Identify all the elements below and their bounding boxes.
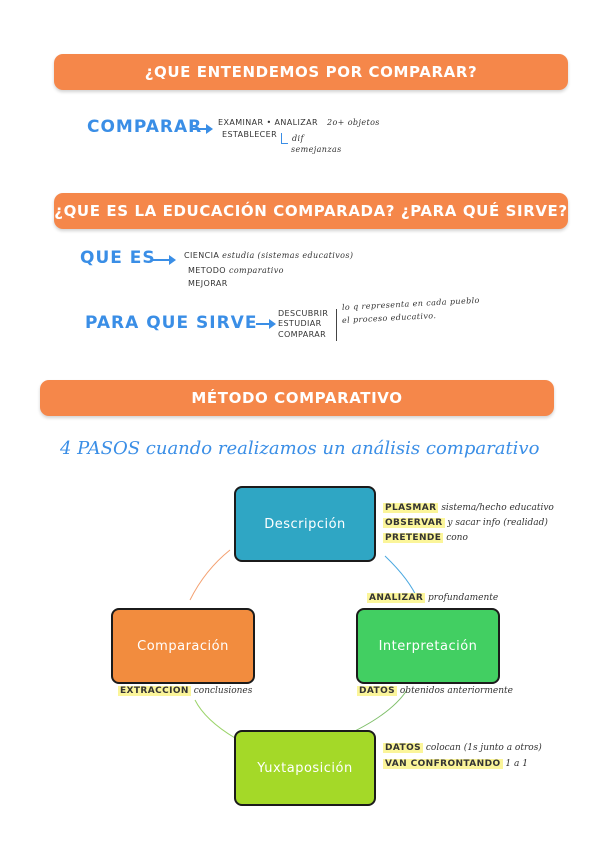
highlight-text: OBSERVAR [383,518,445,528]
note-text: 1 a 1 [505,759,528,769]
dif-text: dif [292,134,304,143]
node-interpretacion: Interpretación [356,608,500,684]
comparar-text: COMPARAR [278,330,327,339]
section-banner-metodo: MÉTODO COMPARATIVO [40,380,554,416]
comparar-label: COMPARAR [87,117,203,137]
branch-icon [281,133,288,144]
pasos-line: 4 PASOS cuando realizamos un análisis co… [60,438,540,459]
yux-note-1: DATOS colocan (1s junto a otros) [383,742,542,754]
comparar-line-1: EXAMINAR • ANALIZAR 2o+ objetos [218,118,380,128]
section-title: ¿QUE ENTENDEMOS POR COMPARAR? [144,63,478,81]
yux-note-2: VAN CONFRONTANDO 1 a 1 [383,758,528,770]
objetos-text: 2o+ objetos [326,118,380,127]
bullet-icon: • [266,118,272,127]
desc-note-2: OBSERVAR y sacar info (realidad) [383,517,548,529]
desc-note-3: PRETENDE cono [383,532,468,544]
highlight-text: VAN CONFRONTANDO [383,759,503,769]
semejanzas-text: semejanzas [291,145,342,154]
highlight-text: DATOS [357,686,398,696]
arrow-icon [151,255,176,265]
ciencia-note: estudia (sistemas educativos) [222,251,354,260]
desc-note-1: PLASMAR sistema/hecho educativo [383,502,554,514]
mejorar-text: MEJORAR [188,279,228,288]
ciencia-text: CIENCIA [184,251,220,260]
divider-line [336,309,337,341]
node-label: Yuxtaposición [257,760,353,776]
note-text: profundamente [428,593,499,603]
section-title: ¿QUE ES LA EDUCACIÓN COMPARADA? ¿PARA QU… [54,202,568,220]
metodo-text: METODO [188,266,226,275]
arrow-icon [256,319,276,329]
node-label: Comparación [137,638,229,654]
note-text: obtenidos anteriormente [399,686,513,696]
descubrir-text: DESCUBRIR [278,309,329,318]
highlight-text: PLASMAR [383,503,439,513]
note-text: sistema/hecho educativo [441,503,554,513]
metodo-note: comparativo [228,266,284,275]
interp-top-note: ANALIZAR profundamente [367,592,498,604]
node-label: Interpretación [378,638,478,654]
arrow-icon [192,124,213,134]
arc-yux-comp [194,699,236,739]
metodo-line: METODO comparativo [188,266,284,276]
examinar-text: EXAMINAR [218,118,264,127]
que-es-label: QUE ES [80,248,156,268]
node-descripcion: Descripción [234,486,376,562]
node-comparacion: Comparación [111,608,255,684]
estudiar-text: ESTUDIAR [278,319,322,328]
section-banner-educacion: ¿QUE ES LA EDUCACIÓN COMPARADA? ¿PARA QU… [54,193,568,229]
note-text: cono [446,533,468,543]
highlight-text: DATOS [383,743,424,753]
node-label: Descripción [264,516,346,532]
note-text: y sacar info (realidad) [447,518,548,528]
highlight-text: ANALIZAR [367,593,426,603]
section-title: MÉTODO COMPARATIVO [191,389,403,407]
analizar-text: ANALIZAR [274,118,318,127]
para-que-sirve-label: PARA QUE SIRVE [85,313,258,333]
highlight-text: EXTRACCION [118,686,191,696]
highlight-text: PRETENDE [383,533,444,543]
section-banner-comparar: ¿QUE ENTENDEMOS POR COMPARAR? [54,54,568,90]
interp-bottom-note: DATOS obtenidos anteriormente [357,685,513,697]
note-text: colocan (1s junto a otros) [425,743,542,753]
ciencia-line: CIENCIA estudia (sistemas educativos) [184,251,353,261]
comp-bottom-note: EXTRACCION conclusiones [118,685,252,697]
establecer-text: ESTABLECER [222,130,278,139]
arc-comp-desc [189,549,231,601]
note-text: conclusiones [193,686,253,696]
node-yuxtaposicion: Yuxtaposición [234,730,376,806]
